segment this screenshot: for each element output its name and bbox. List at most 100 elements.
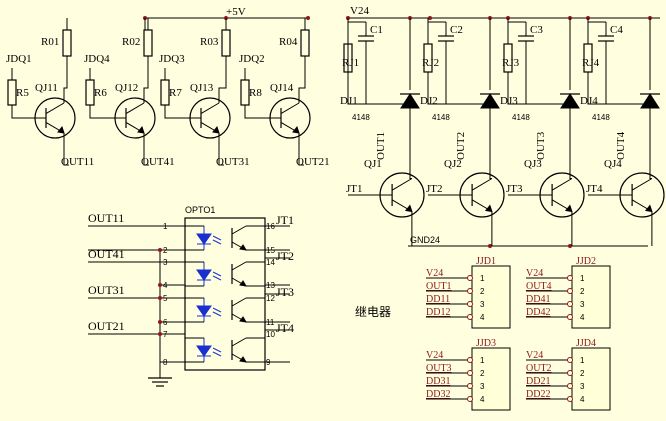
junction-dot	[158, 296, 162, 300]
npn-transistor-symbol	[379, 172, 425, 218]
junction-dot	[158, 320, 162, 324]
relay-net: DD42	[526, 307, 550, 318]
relay-pin-number: 1	[580, 274, 585, 283]
junction-dot	[306, 16, 310, 20]
npn-transistor-symbol	[619, 172, 665, 218]
opto-output-net: JT1	[276, 213, 294, 227]
relay-net: DD22	[526, 389, 550, 400]
base-resistor-label: R7	[169, 87, 182, 99]
output-transistor-label: QJ3	[524, 158, 542, 170]
opto-output-net: JT2	[276, 249, 294, 263]
junction-dot	[488, 244, 492, 248]
driver-output-label: OUT11	[61, 156, 94, 168]
junction-dot	[158, 283, 162, 287]
pullup-resistor-label: R04	[279, 36, 298, 48]
driver-output-label: OUT21	[296, 156, 330, 168]
relay-pin-circle	[567, 357, 573, 363]
relay-pin-number: 2	[580, 369, 585, 378]
resistor-body	[300, 29, 310, 57]
pullup-resistor-label: R02	[122, 36, 140, 48]
base-resistor-label: R6	[94, 87, 107, 99]
relay-net: DD11	[426, 294, 450, 305]
diode-symbol	[480, 93, 500, 109]
relay-pin-number: 2	[580, 287, 585, 296]
pullup-resistor-label: R01	[41, 36, 59, 48]
pullup-resistor-label: R03	[200, 36, 219, 48]
relay-resistor-label: RJ4	[582, 57, 600, 69]
junction-dot	[428, 16, 432, 20]
relay-pin-circle	[467, 288, 473, 294]
opto-package	[184, 217, 266, 371]
relay-name: JJD2	[576, 256, 596, 267]
jdq-label: JDQ2	[239, 53, 265, 65]
relay-net: DD31	[426, 376, 450, 387]
opto-name: OPTO1	[185, 205, 215, 215]
relay-net: DD21	[526, 376, 550, 387]
relay-pin-circle	[467, 275, 473, 281]
relay-name: JJD1	[476, 256, 496, 267]
diode-symbol	[640, 93, 660, 109]
opto-channel-4	[185, 337, 265, 363]
transistor-label: QJ11	[35, 82, 58, 94]
junction-dot	[568, 244, 572, 248]
relay-name: JJD4	[576, 338, 596, 349]
diode-label: DJ3	[500, 95, 518, 107]
relay-name: JJD3	[476, 338, 496, 349]
npn-transistor-symbol	[269, 97, 311, 139]
opto-channel-2	[185, 261, 265, 287]
relay-resistor-label: RJ2	[422, 57, 439, 69]
capacitor-label: C1	[370, 24, 383, 36]
relay-pin-number: 3	[580, 382, 585, 391]
relay-pin-circle	[467, 383, 473, 389]
relay-net: DD12	[426, 307, 450, 318]
diode-label: DJ4	[580, 95, 598, 107]
relay-pin-number: 2	[480, 369, 485, 378]
resistor-body	[85, 79, 95, 106]
relay-pin-number: 1	[480, 274, 485, 283]
driver-output-label: OUT41	[141, 156, 175, 168]
relay-pin-number: 3	[480, 300, 485, 309]
output-net-label: OUT3	[535, 131, 547, 160]
v24-rail: V24	[346, 5, 660, 20]
relay-pin-number: 4	[580, 395, 585, 404]
relay-section-label: 继电器	[355, 305, 391, 319]
relay-pin-number: 4	[480, 313, 485, 322]
relay-pin-circle	[567, 301, 573, 307]
vcc-label: +5V	[226, 6, 246, 18]
jdq-label: JDQ1	[6, 53, 32, 65]
relay-pin-circle	[567, 396, 573, 402]
vcc-rail: +5V	[143, 6, 310, 20]
relay-body	[471, 347, 511, 411]
transistor-label: QJ13	[190, 82, 214, 94]
relay-body	[571, 347, 611, 411]
gnd24-rail: GND24	[408, 235, 648, 248]
relay-pin-number: 3	[480, 382, 485, 391]
opto-channel-1	[185, 225, 265, 251]
junction-dot	[158, 332, 162, 336]
jdq-label: JDQ4	[84, 53, 110, 65]
v24-rail-label: V24	[350, 5, 369, 17]
relay-pin-number: 4	[580, 313, 585, 322]
driver-output-label: OUT31	[216, 156, 250, 168]
relay-net: DD41	[526, 294, 550, 305]
relay-body	[471, 265, 511, 329]
diode-part-label: 4148	[512, 113, 530, 122]
output-net-label: OUT2	[455, 132, 467, 160]
diode-label: DJ1	[340, 95, 358, 107]
npn-transistor-symbol	[114, 97, 156, 139]
resistor-body	[62, 29, 72, 57]
relay-pin-number: 1	[580, 356, 585, 365]
opto-channel-3	[185, 297, 265, 323]
base-resistor-label: R5	[16, 87, 29, 99]
opto-input-net: OUT41	[88, 247, 125, 261]
npn-transistor-symbol	[34, 97, 76, 139]
output-transistor-label: QJ1	[364, 158, 382, 170]
relay-net: V24	[526, 268, 543, 279]
relay-pin-circle	[567, 275, 573, 281]
